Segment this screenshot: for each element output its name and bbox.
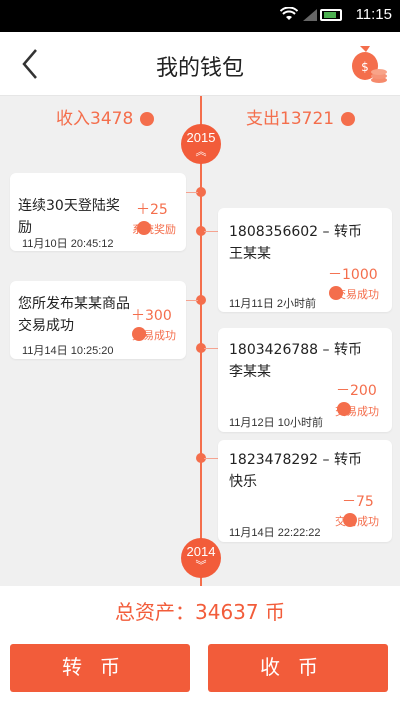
total-assets: 总资产：34637 币 (0, 586, 400, 630)
coin-icon (340, 112, 355, 126)
coin-icon (337, 402, 351, 416)
coin-icon (343, 513, 357, 527)
coin-icon (139, 112, 154, 126)
chevron-up-icon: ︽ (195, 145, 207, 158)
status-bar: 11:15 (0, 0, 400, 32)
income-card[interactable]: 您所发布某某商品交易成功 ＋300 交易成功 11月14日 10:25:20 (10, 281, 186, 359)
receive-button[interactable]: 收币 (208, 644, 388, 692)
back-arrow-icon[interactable] (12, 44, 52, 84)
income-card[interactable]: 连续30天登陆奖励 ＋25 系统奖励 11月10日 20:45:12 (10, 173, 186, 251)
timeline-dot (196, 453, 206, 463)
year-badge-bottom[interactable]: 2014 ︾ (181, 538, 221, 578)
year-badge-top[interactable]: 2015 ︽ (181, 124, 221, 164)
clock: 11:15 (355, 6, 392, 23)
expense-card[interactable]: 1803426788 – 转币 李某某 －200 交易成功 11月12日 10小… (218, 328, 392, 432)
expense-total: 支出13721 (246, 104, 356, 129)
timeline-dot (196, 295, 206, 305)
battery-icon (320, 9, 342, 21)
timeline-dot (196, 343, 206, 353)
coin-icon (137, 221, 151, 235)
svg-text:$: $ (361, 60, 369, 74)
signal-icon (303, 9, 317, 21)
timeline-connector (204, 231, 218, 232)
expense-card[interactable]: 1823478292 – 转币 快乐 －75 交易成功 11月14日 22:22… (218, 440, 392, 542)
chevron-down-icon: ︾ (195, 559, 207, 572)
page-title: 我的钱包 (155, 56, 244, 81)
timeline-dot (196, 226, 206, 236)
action-bar: 转币 收币 (0, 630, 400, 706)
expense-card[interactable]: 1808356602 – 转币 王某某 －1000 交易成功 11月11日 2小… (218, 208, 392, 312)
timeline-dot (196, 187, 206, 197)
wifi-icon (280, 7, 298, 20)
transfer-button[interactable]: 转币 (10, 644, 190, 692)
timeline-connector (204, 348, 218, 349)
timeline-line (200, 96, 202, 626)
timeline-connector (204, 458, 218, 459)
summary-row: 收入3478 支出13721 (0, 98, 400, 132)
timeline-connector (186, 192, 198, 193)
income-total: 收入3478 (56, 104, 155, 129)
coin-bag-icon[interactable]: $ (348, 42, 388, 86)
top-bar: 我的钱包 $ (0, 32, 400, 96)
coin-icon (329, 286, 343, 300)
coin-icon (132, 327, 146, 341)
timeline-connector (186, 300, 198, 301)
